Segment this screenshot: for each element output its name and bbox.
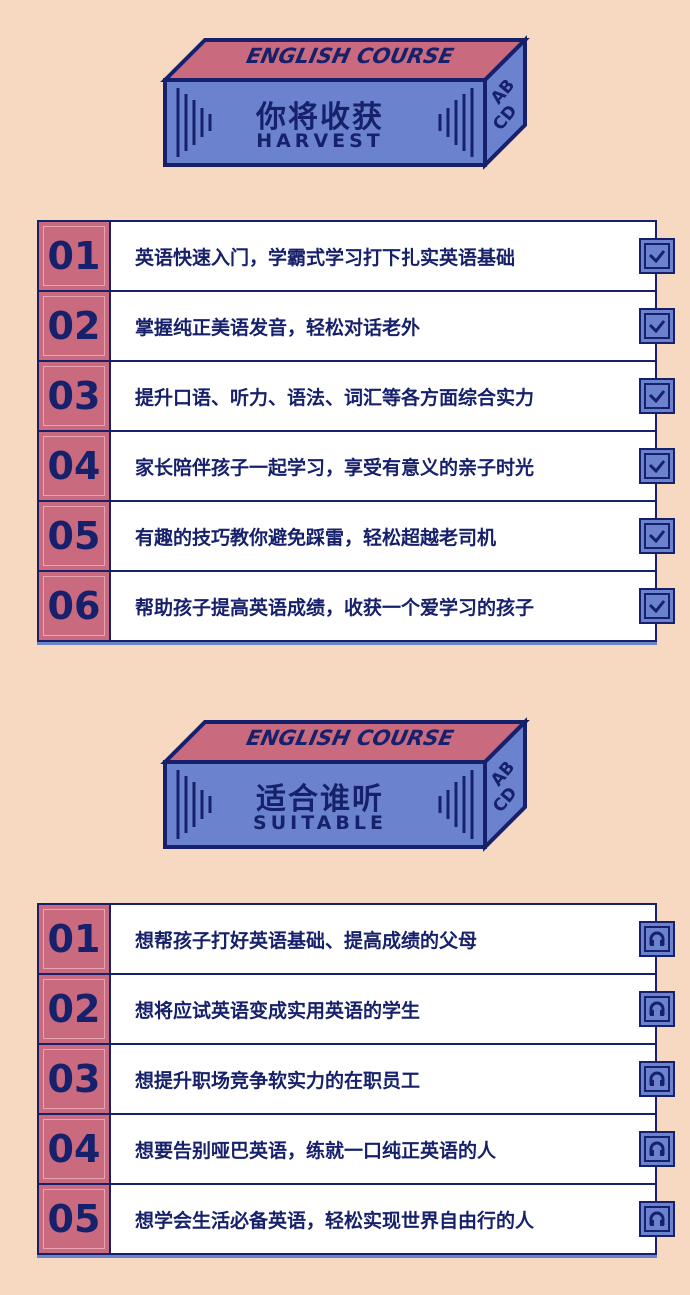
item-number: 04 [39, 432, 111, 500]
item-text: 有趣的技巧教你避免踩雷，轻松超越老司机 [135, 526, 497, 549]
item-text: 想要告别哑巴英语，练就一口纯正英语的人 [135, 1139, 497, 1162]
checkbox-icon [639, 238, 675, 274]
list-item: 06 帮助孩子提高英语成绩，收获一个爱学习的孩子 [39, 572, 675, 640]
headphones-icon [639, 1201, 675, 1237]
checkbox-icon [639, 448, 675, 484]
item-text: 掌握纯正美语发音，轻松对话老外 [135, 316, 421, 339]
section-title: 你将收获 [256, 100, 384, 135]
item-text: 想提升职场竞争软实力的在职员工 [135, 1069, 421, 1092]
item-number: 05 [39, 1185, 111, 1253]
headphones-icon [639, 921, 675, 957]
box-graphic [160, 717, 530, 852]
list-item: 01 英语快速入门，学霸式学习打下扎实英语基础 [39, 222, 675, 292]
box-top-text: ENGLISH COURSE [244, 44, 456, 68]
item-text: 想帮孩子打好英语基础、提高成绩的父母 [135, 929, 478, 952]
list-item: 03 想提升职场竞争软实力的在职员工 [39, 1045, 675, 1115]
list-item: 02 掌握纯正美语发音，轻松对话老外 [39, 292, 675, 362]
list-item: 04 家长陪伴孩子一起学习，享受有意义的亲子时光 [39, 432, 675, 502]
list-item: 05 有趣的技巧教你避免踩雷，轻松超越老司机 [39, 502, 675, 572]
item-text: 提升口语、听力、语法、词汇等各方面综合实力 [135, 386, 535, 409]
harvest-list: 01 英语快速入门，学霸式学习打下扎实英语基础 02 掌握纯正美语发音，轻松对话… [37, 220, 675, 642]
item-text: 想学会生活必备英语，轻松实现世界自由行的人 [135, 1209, 535, 1232]
section-title: 适合谁听 [256, 782, 384, 817]
checkbox-icon [639, 518, 675, 554]
item-text: 想将应试英语变成实用英语的学生 [135, 999, 421, 1022]
suitable-header-box: ENGLISH COURSE 适合谁听 SUITABLE AB CD [0, 712, 690, 852]
list-item: 04 想要告别哑巴英语，练就一口纯正英语的人 [39, 1115, 675, 1185]
item-number: 06 [39, 572, 111, 640]
harvest-header-box: ENGLISH COURSE 你将收获 HARVEST AB CD [0, 30, 690, 170]
item-number: 04 [39, 1115, 111, 1183]
checkbox-icon [639, 378, 675, 414]
item-text: 家长陪伴孩子一起学习，享受有意义的亲子时光 [135, 456, 535, 479]
box-graphic [160, 35, 530, 170]
list-item: 03 提升口语、听力、语法、词汇等各方面综合实力 [39, 362, 675, 432]
list-item: 02 想将应试英语变成实用英语的学生 [39, 975, 675, 1045]
headphones-icon [639, 1061, 675, 1097]
checkbox-icon [639, 308, 675, 344]
headphones-icon [639, 991, 675, 1027]
item-number: 03 [39, 1045, 111, 1113]
item-number: 02 [39, 975, 111, 1043]
item-text: 英语快速入门，学霸式学习打下扎实英语基础 [135, 246, 516, 269]
item-number: 02 [39, 292, 111, 360]
item-text: 帮助孩子提高英语成绩，收获一个爱学习的孩子 [135, 596, 535, 619]
item-number: 01 [39, 222, 111, 290]
section-subtitle: SUITABLE [253, 812, 387, 834]
list-item: 01 想帮孩子打好英语基础、提高成绩的父母 [39, 905, 675, 975]
box-top-text: ENGLISH COURSE [244, 726, 456, 750]
headphones-icon [639, 1131, 675, 1167]
section-subtitle: HARVEST [256, 130, 384, 152]
item-number: 05 [39, 502, 111, 570]
item-number: 01 [39, 905, 111, 973]
list-item: 05 想学会生活必备英语，轻松实现世界自由行的人 [39, 1185, 675, 1253]
suitable-list: 01 想帮孩子打好英语基础、提高成绩的父母 02 想将应试英语变成实用英语的学生… [37, 903, 675, 1255]
item-number: 03 [39, 362, 111, 430]
checkbox-icon [639, 588, 675, 624]
